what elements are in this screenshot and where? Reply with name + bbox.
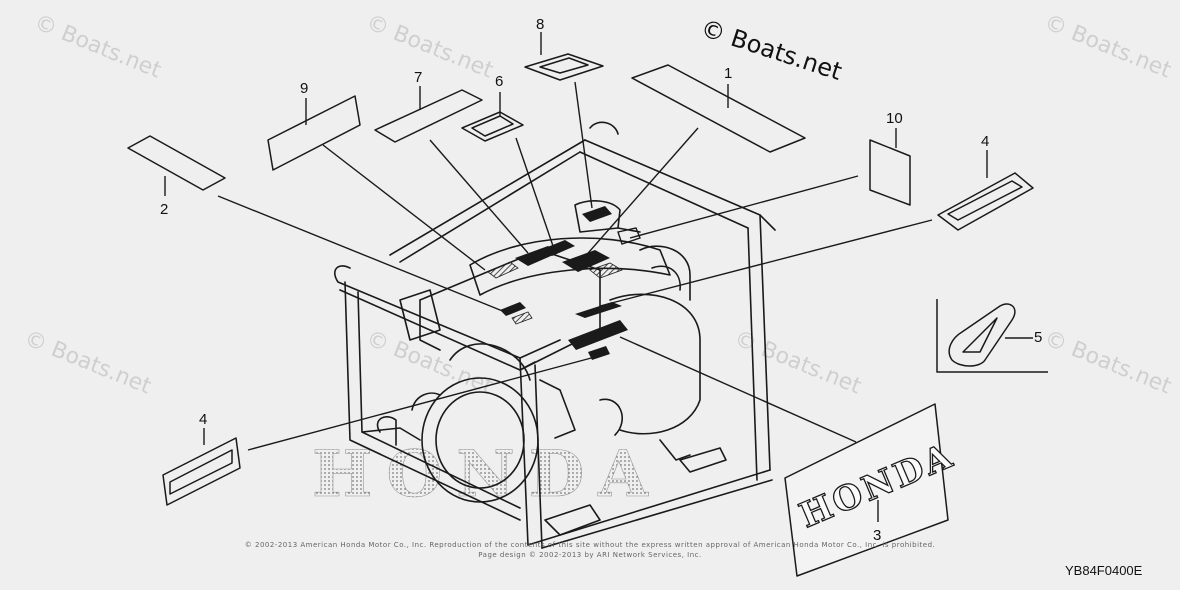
decal-10 bbox=[869, 139, 911, 206]
callout-3: 3 bbox=[873, 527, 882, 544]
callout-1: 1 bbox=[724, 65, 733, 82]
callout-7: 7 bbox=[414, 69, 423, 86]
callout-9: 9 bbox=[300, 80, 309, 97]
decals bbox=[127, 53, 1048, 577]
callout-2: 2 bbox=[160, 201, 169, 218]
decal-9 bbox=[267, 95, 361, 171]
leader-lines bbox=[164, 32, 1033, 522]
applied-labels bbox=[487, 206, 641, 360]
decal-4-lower bbox=[162, 437, 241, 506]
callout-4-lower: 4 bbox=[199, 411, 208, 428]
decal-2 bbox=[127, 135, 226, 191]
water-pump-illustration bbox=[334, 121, 776, 549]
svg-text:HONDA: HONDA bbox=[312, 437, 662, 512]
decal-4-upper bbox=[937, 172, 1034, 231]
copyright-line-2: Page design © 2002-2013 by ARI Network S… bbox=[478, 551, 702, 559]
decal-8 bbox=[524, 53, 604, 81]
diagram-code: YB84F0400E bbox=[1065, 563, 1143, 578]
callout-8: 8 bbox=[536, 16, 545, 33]
callout-5: 5 bbox=[1034, 329, 1043, 346]
callout-6: 6 bbox=[495, 73, 504, 90]
decal-6 bbox=[461, 111, 524, 142]
decal-5 bbox=[948, 303, 1016, 367]
callout-10: 10 bbox=[886, 110, 903, 127]
decal-1 bbox=[631, 64, 806, 153]
copyright-line-1: © 2002-2013 American Honda Motor Co., In… bbox=[244, 541, 936, 549]
callout-4-upper: 4 bbox=[981, 133, 990, 150]
decal-5-bracket bbox=[936, 299, 1048, 373]
decal-7 bbox=[374, 89, 483, 143]
decal-3 bbox=[784, 403, 949, 577]
honda-stipple-logo: HONDA bbox=[312, 437, 662, 513]
